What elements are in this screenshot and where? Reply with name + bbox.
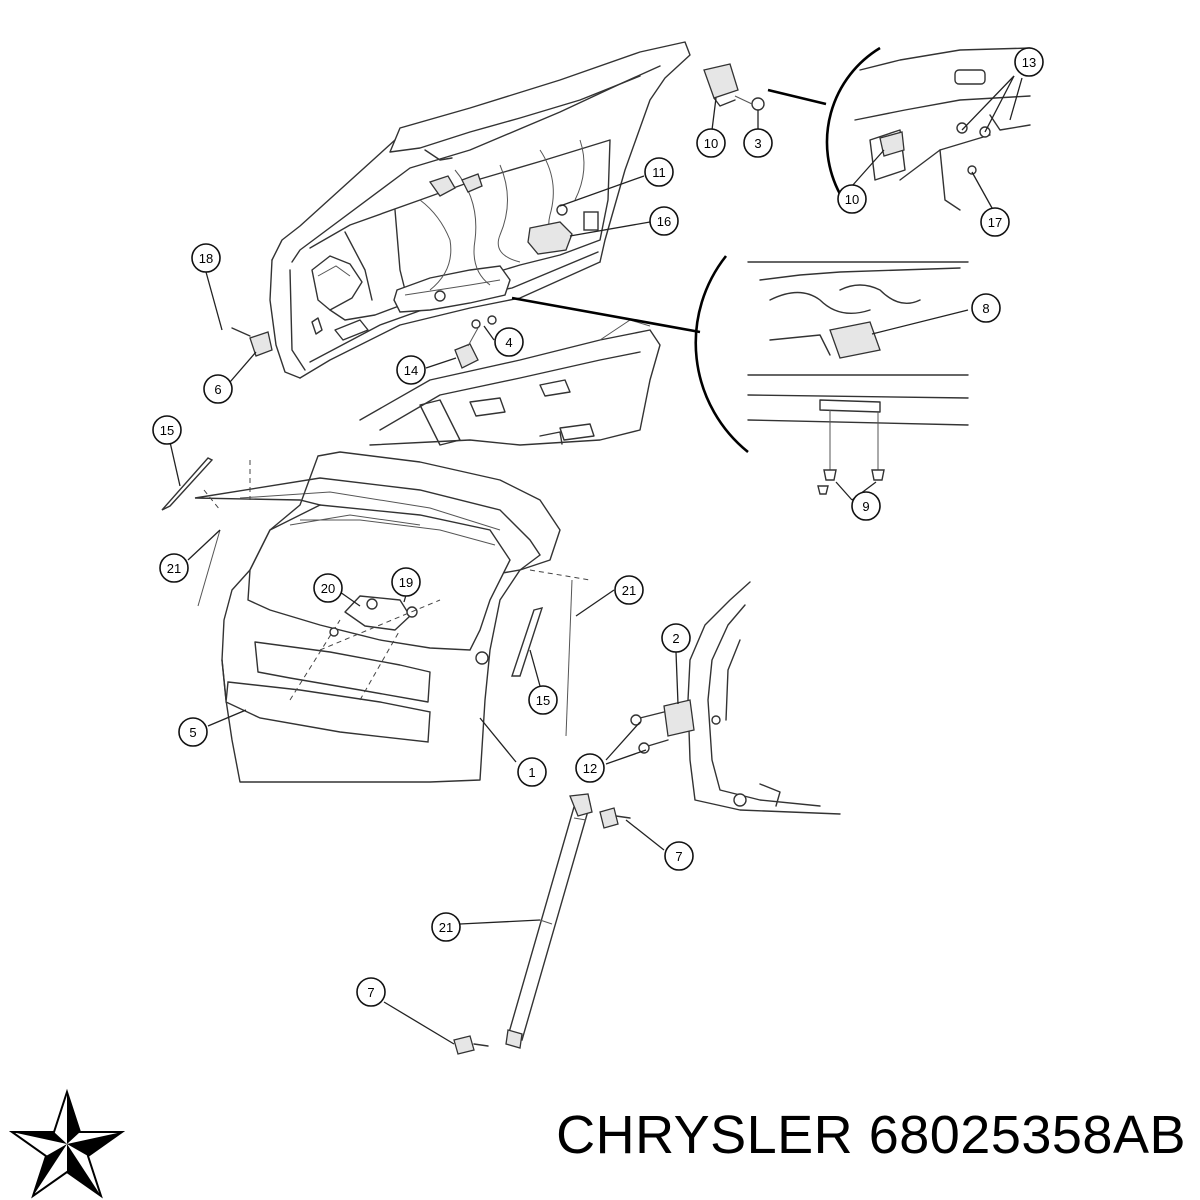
callout-1: 1 (517, 757, 547, 787)
callout-20-label: 20 (321, 581, 335, 596)
callout-16: 16 (649, 206, 679, 236)
cargo-floor-drawing (359, 319, 661, 446)
callout-12-label: 12 (583, 761, 597, 776)
callout-21-lower-label: 21 (439, 920, 453, 935)
callout-15-lower-label: 15 (536, 693, 550, 708)
part-number: 68025358AB (868, 1105, 1186, 1165)
callout-19-label: 19 (399, 575, 413, 590)
body-side-drawing (630, 581, 841, 815)
brand-name: CHRYSLER (556, 1105, 854, 1165)
callout-7-upper-label: 7 (675, 849, 682, 864)
callout-21-right: 21 (614, 575, 644, 605)
callout-13: 13 (1014, 47, 1044, 77)
callout-10-detail: 10 (837, 184, 867, 214)
callout-8: 8 (971, 293, 1001, 323)
callout-6: 6 (203, 374, 233, 404)
callout-12: 12 (575, 753, 605, 783)
callout-7-upper: 7 (664, 841, 694, 871)
callout-15-lower: 15 (528, 685, 558, 715)
callout-4-label: 4 (505, 335, 512, 350)
upper-hinge-drawing (703, 63, 765, 111)
callout-5-label: 5 (189, 725, 196, 740)
callout-13-label: 13 (1022, 55, 1036, 70)
leader-lines (169, 75, 1023, 1045)
callout-4: 4 (494, 327, 524, 357)
part-caption: CHRYSLER 68025358AB (556, 1104, 1186, 1166)
callout-10-main: 10 (696, 128, 726, 158)
callout-8-label: 8 (982, 301, 989, 316)
callout-20: 20 (313, 573, 343, 603)
callout-17-label: 17 (988, 215, 1002, 230)
callout-16-label: 16 (657, 214, 671, 229)
callout-3-label: 3 (754, 136, 761, 151)
callout-10-detail-label: 10 (845, 192, 859, 207)
callout-7-lower-label: 7 (367, 985, 374, 1000)
callout-2-label: 2 (672, 631, 679, 646)
callout-3: 3 (743, 128, 773, 158)
callout-21-lower: 21 (431, 912, 461, 942)
callout-15-upper: 15 (152, 415, 182, 445)
detail-view-latch (511, 255, 969, 495)
gas-strut-drawing (453, 793, 631, 1055)
detail-view-hinge (767, 46, 1031, 211)
callout-7-lower: 7 (356, 977, 386, 1007)
callout-9-label: 9 (862, 499, 869, 514)
callout-1-label: 1 (528, 765, 535, 780)
pentastar-logo-icon (8, 1088, 126, 1199)
callout-10-main-label: 10 (704, 136, 718, 151)
callout-14-label: 14 (404, 363, 418, 378)
callout-2: 2 (661, 623, 691, 653)
liftgate-exterior-drawing (161, 451, 591, 783)
callout-15-upper-label: 15 (160, 423, 174, 438)
callout-6-label: 6 (214, 382, 221, 397)
callout-18-label: 18 (199, 251, 213, 266)
liftgate-inner-drawing (231, 41, 691, 379)
callout-17: 17 (980, 207, 1010, 237)
callout-18: 18 (191, 243, 221, 273)
callout-21-left-label: 21 (167, 561, 181, 576)
callout-21-left: 21 (159, 553, 189, 583)
callout-14: 14 (396, 355, 426, 385)
callout-11-label: 11 (652, 165, 666, 180)
callout-19: 19 (391, 567, 421, 597)
callout-5: 5 (178, 717, 208, 747)
callout-11: 11 (644, 157, 674, 187)
callout-21-right-label: 21 (622, 583, 636, 598)
callout-9: 9 (851, 491, 881, 521)
